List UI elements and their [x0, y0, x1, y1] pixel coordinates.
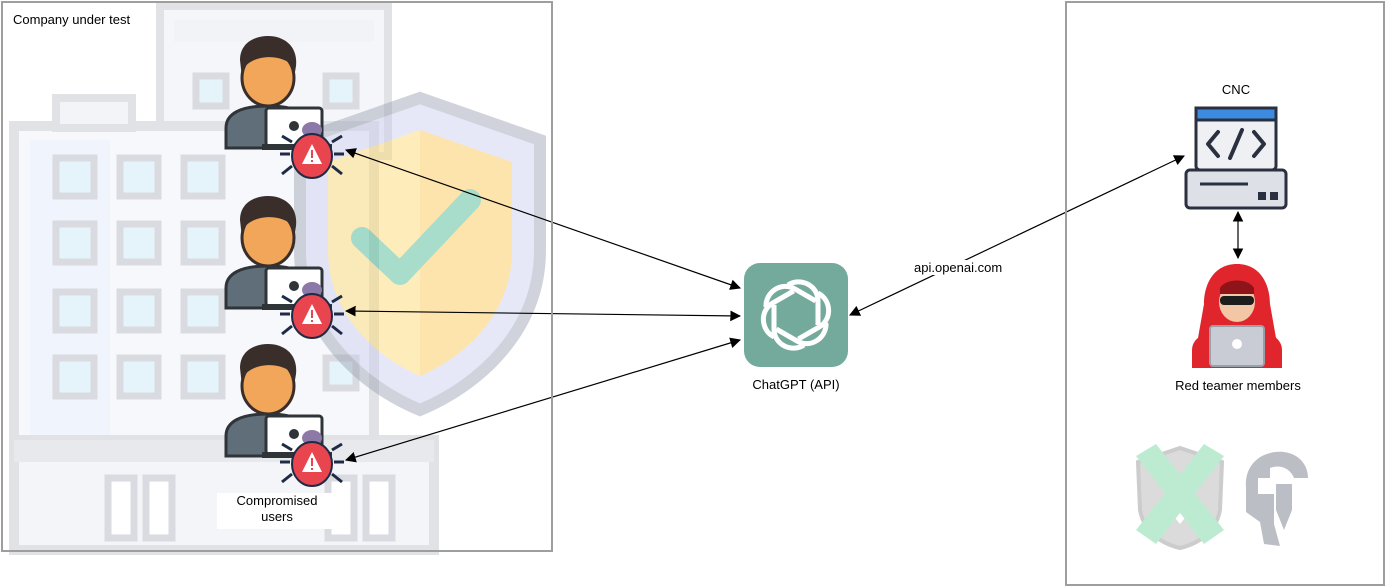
user-laptop-icon: [224, 196, 332, 310]
company-under-test-panel: [1, 1, 553, 552]
connection-arrows: [344, 148, 1244, 463]
code-server-icon: [1184, 106, 1288, 210]
malware-bug-icon: [280, 430, 344, 487]
red-team-label: Red teamer members: [1175, 378, 1301, 393]
compromised-label-line1: Compromised: [236, 493, 318, 508]
arrow-user2-chatgpt: [344, 305, 742, 322]
endpoint-label: api.openai.com: [912, 260, 1005, 275]
havoc-logo-icon: [1135, 444, 1225, 550]
openai-logo-icon: [760, 279, 832, 351]
arrow-user3-chatgpt: [344, 337, 742, 463]
compromised-user-3: [224, 344, 344, 487]
compromised-user-1: [224, 36, 344, 179]
red-team-panel: [1065, 1, 1385, 586]
malware-bug-icon: [280, 122, 344, 179]
cnc-label: CNC: [1221, 82, 1251, 97]
malware-bug-icon: [280, 282, 344, 339]
arrow-user1-chatgpt: [344, 148, 742, 290]
compromised-users-label: Compromised users: [217, 493, 337, 529]
compromised-user-2: [224, 196, 344, 339]
arrow-chatgpt-cnc: [849, 155, 1185, 316]
company-panel-title: Company under test: [13, 12, 131, 27]
compromised-label-line2: users: [261, 509, 293, 524]
chatgpt-label: ChatGPT (API): [752, 377, 840, 392]
chatgpt-tile: [744, 263, 848, 367]
hacker-icon: [1192, 264, 1282, 368]
spartan-helmet-icon: [1245, 451, 1308, 546]
